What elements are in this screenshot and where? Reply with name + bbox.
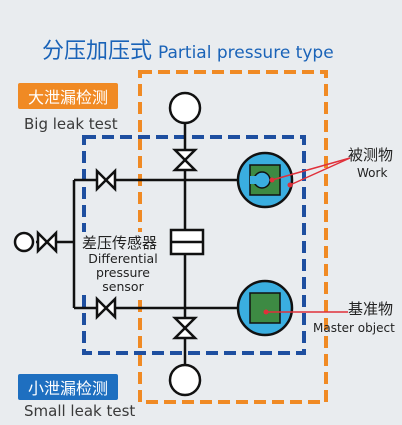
differential-sensor-symbol	[169, 228, 205, 256]
work-label-en: Work	[357, 166, 388, 180]
sensor-label-cn: 差压传感器	[80, 232, 160, 253]
master-label-cn: 基准物	[348, 300, 394, 318]
supply-inlet	[13, 231, 35, 253]
work-label-cn: 被测物	[348, 146, 394, 164]
small-leak-tag: 小泄漏检测	[18, 374, 119, 400]
valve-supply	[36, 229, 58, 255]
sensor-label-en: Differential pressure sensor	[82, 252, 164, 294]
leader-lines	[263, 157, 351, 315]
title-en: Partial pressure type	[158, 43, 334, 63]
top-pressure-source	[168, 91, 202, 125]
big-leak-label: Big leak test	[24, 115, 118, 133]
work-object	[236, 151, 294, 209]
master-label-en: Master object	[313, 321, 395, 335]
valve-top	[171, 148, 199, 172]
master-object	[236, 279, 294, 337]
valve-master-line	[95, 295, 117, 321]
bottom-pressure-source	[168, 363, 202, 397]
big-leak-tag: 大泄漏检测	[18, 83, 119, 109]
title-cn: 分压加压式	[42, 39, 153, 64]
valve-work-line	[95, 167, 117, 193]
small-leak-label: Small leak test	[24, 402, 136, 420]
valve-bottom	[171, 316, 199, 340]
